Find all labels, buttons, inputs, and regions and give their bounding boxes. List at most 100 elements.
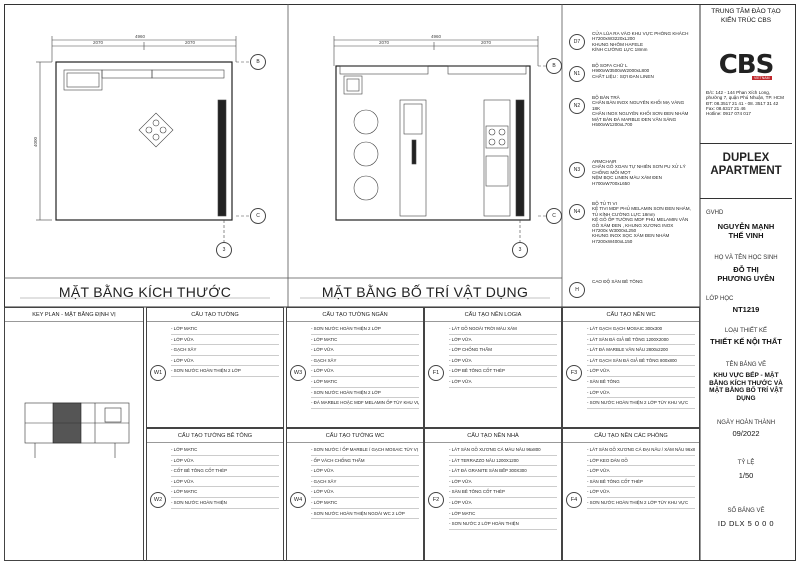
legend-text-n1: BỘ SOFA CHỮ L H900xW3500xW2000xL800 CHẤT… [592,63,654,79]
gvhd-name: NGUYỄN MẠNH THẾ VINH [717,222,775,240]
legend-text-h: CAO ĐỘ SÀN BÊ TÔNG [592,279,643,284]
legend-text-n4: BỘ TỦ TI VI KỆ TIVI MDF PHỦ MELAMIN SƠN … [592,201,691,244]
legend-code-n2: N2 [569,98,585,114]
section-code: F2 [428,491,444,508]
design-type-label: LOẠI THIẾT KẾ [724,328,768,334]
fax-text: Fax: 08.6317 21 46 [706,105,746,111]
axis-marker-c-label: C [256,213,260,219]
section-item: - SƠN NƯỚC HOÀN THIỆN 2 LỚP TÙY KHU VỰC [587,498,695,509]
legend-text-n3: ARMCHAIR CHÂN GỖ XOAN TỰ NHIÊN SƠN PU XỬ… [592,159,686,186]
section-code: F4 [566,491,582,508]
section-item: - LỚP MATIC [311,377,419,388]
key-plan-drawing [24,402,130,458]
axis-marker-c-2-label: C [552,213,556,219]
hotline-text: Hotline: 0917 074 017 [706,111,751,117]
class-label: LỚP HỌC [706,296,734,302]
axis-marker-3-2-label: 3 [518,247,522,253]
section-item: - SÀN BÊ TÔNG [587,377,695,388]
section-item: - GẠCH XÂY [311,356,419,367]
student-name: ĐỖ THỊ PHƯƠNG UYÊN [717,265,775,283]
drawing-name-label: TÊN BẢNG VẼ [725,362,767,368]
section-item: - LỚP VỮA [171,356,279,367]
furniture-plan-title: MẶT BẰNG BỐ TRÍ VẬT DỤNG [321,284,529,300]
axis-marker-3-2: 3 [512,242,528,258]
section-code: F1 [428,364,444,381]
legend-code-n1: N1 [569,66,585,82]
section-item: - LỚP VỮA [587,366,695,377]
section-f2: CẤU TẠO NỀN NHÀ F2 - LÁT SÀN GỖ XƯƠNG CÁ M… [424,428,562,561]
scale-value: 1/50 [738,471,754,480]
sheet-number-label: SỐ BẢNG VẼ [727,508,765,514]
completion-date: 09/2022 [732,429,760,438]
section-item: - LỚP VỮA [311,466,419,477]
dim-p1-top-total: 4960 [135,34,146,39]
section-item: - LÁT SÀN GỖ XƯƠNG CÁ MÀU NÂU 96x800 [449,445,557,456]
section-item: - LÁT SÀN ĐÁ GIẢ BÊ TÔNG 1200X2000 [587,335,695,346]
section-title: CẤU TẠO TƯỜNG [147,308,283,322]
section-code: W3 [290,364,306,381]
gvhd-label: GVHD [706,210,724,216]
legend-code-n4: N4 [569,204,585,220]
section-item: - LỚP VỮA [587,388,695,399]
section-item: - LỚP MATIC [171,487,279,498]
section-item: - ĐÁ MARBLE HOẶC MDF MELAMIN ỐP TÙY KHU … [311,398,419,409]
section-item: - LỚP VỮA [449,377,557,388]
design-type: THIẾT KẾ NỘI THẤT [710,337,782,346]
axis-marker-b-2: B [546,58,562,74]
section-item: - LỚP VỮA [449,356,557,367]
dim-p2-top-b: 2070 [481,40,492,45]
axis-marker-b: B [250,54,266,70]
section-item: - LỚP VỮA [449,335,557,346]
section-item: - SƠN NƯỚC HOÀN THIỆN 2 LỚP [311,388,419,399]
cbs-logo: CBS VIETNAM [700,50,792,80]
section-item: - LÁT GẠCH SÀN ĐÁ GIẢ BÊ TÔNG 800x800 [587,356,695,367]
section-item: - LỚP VỮA [311,487,419,498]
scale-label: TỶ LỆ [737,460,755,466]
axis-marker-b-2-label: B [552,63,556,69]
dim-p1-side: 4000 [33,136,38,147]
section-title: CẤU TẠO NỀN NHÀ [425,429,561,443]
section-code: F3 [566,364,582,381]
section-item: - LÁT ĐÁ GRANITE SÀN BẾP 300X300 [449,466,557,477]
section-item: - SƠN NƯỚC HOÀN THIỆN NGOÀI WC 2 LỚP [311,509,419,520]
cbs-logo-text: CBS [718,50,775,80]
dim-p1-top-b: 2070 [185,40,196,45]
section-item: - LÁT GẠCH GẠCH MOSAIC 300x300 [587,324,695,335]
section-item: - SÀN BÊ TÔNG CỐT THÉP [587,477,695,488]
section-item: - LỚP VỮA [171,477,279,488]
section-item: - SƠN NƯỚC HOÀN THIỆN 2 LỚP TÙY KHU VỰC [587,398,695,409]
section-item: - LỚP VỮA [449,477,557,488]
section-item: - LỚP MATIC [449,509,557,520]
section-code: W1 [150,364,166,381]
training-center-name: TRUNG TÂM ĐÀO TẠO KIẾN TRÚC CBS [711,8,781,24]
section-item: - LỚP BÊ TÔNG CỐT THÉP [449,366,557,377]
section-title: CẤU TẠO NỀN LOGIA [425,308,561,322]
section-item: - LỚP MATIC [311,335,419,346]
legend-code-h: H [569,282,585,298]
key-plan: KEY PLAN - MẶT BẰNG ĐỊNH VỊ [4,307,144,561]
axis-marker-3: 3 [216,242,232,258]
section-item: - SƠN NƯỚC 2 LỚP HOÀN THIỆN [449,519,557,530]
cbs-logo-sub: VIETNAM [752,76,772,80]
section-w2: CẤU TẠO TƯỜNG BÊ TÔNG W2 - LỚP MATIC- LỚP … [146,428,284,561]
section-item: - LÁT ĐÁ MARBLE VÂN NÂU 2800x2200 [587,345,695,356]
section-title: CẤU TẠO NỀN CÁC PHÒNG [563,429,699,443]
completion-date-label: NGÀY HOÀN THÀNH [716,420,776,426]
section-title: CẤU TẠO TƯỜNG WC [287,429,423,443]
legend-text-n2: BỘ BÀN TRÀ CHÂN BÀN INOX NGUYÊN KHỐI MẠ … [592,95,689,128]
section-item: - GẠCH XÂY [171,345,279,356]
project-name: DUPLEX APARTMENT [700,152,792,178]
project-name-text: DUPLEX APARTMENT [710,152,782,177]
dim-p2-top-a: 2070 [379,40,390,45]
section-item: - LỚP VỮA [311,345,419,356]
section-title: CẤU TẠO TƯỜNG BÊ TÔNG [147,429,283,443]
axis-marker-3-label: 3 [222,247,226,253]
section-item: - LỚP VỮA [449,498,557,509]
section-code: W2 [150,491,166,508]
axis-marker-b-label: B [256,59,260,65]
